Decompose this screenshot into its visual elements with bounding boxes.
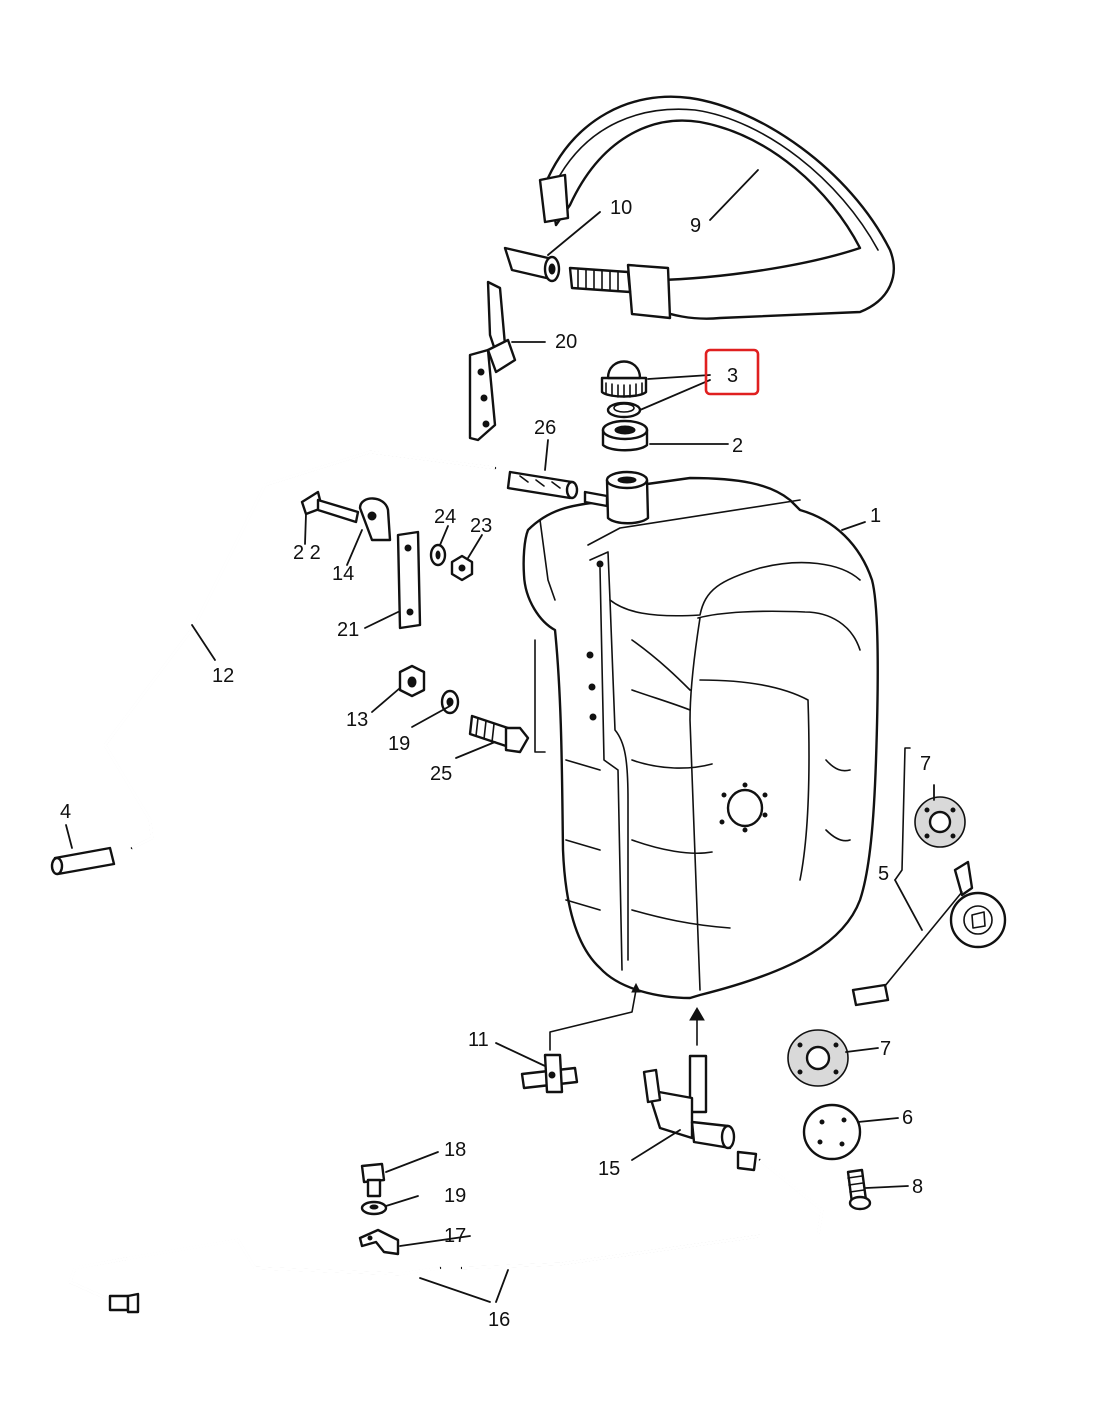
leader-lines [65,169,935,1303]
label-23: 23 [470,515,492,537]
label-16: 16 [488,1309,510,1331]
part-9-tank-strap [538,95,895,320]
arrow-tap [689,1007,705,1046]
part-11-drain-fitting [520,1053,579,1094]
part-23-nut [450,554,474,582]
label-13: 13 [346,709,368,731]
label-11: 11 [468,1029,489,1051]
part-24-washer [429,543,447,567]
label-25: 25 [430,763,452,785]
label-20: 20 [555,331,577,353]
label-19-upper: 19 [388,733,410,755]
label-3: 3 [727,365,738,387]
callout-labels: 1 2 3 4 5 6 7 7 8 9 10 11 12 13 14 15 16… [60,197,931,1331]
part-17-pipe-clip [358,1228,400,1256]
part-3-filler-cap [600,360,648,419]
label-21: 21 [337,619,359,641]
part-13-nut [398,664,426,698]
part-4-pipe-sleeve [50,846,116,876]
label-6: 6 [902,1107,913,1129]
part-7-gasket-upper [914,796,966,848]
part-15-fuel-tap [642,1054,736,1150]
part-2-filler-neck [601,419,649,452]
part-18-bolt [360,1162,386,1198]
label-12: 12 [212,665,234,687]
label-10: 10 [610,197,632,219]
part-21-strap-plate [396,530,422,630]
label-24: 24 [434,506,456,528]
label-19-lower: 19 [444,1185,466,1207]
arrow-drain [549,982,641,1051]
label-8: 8 [912,1176,923,1198]
part-20-bracket [468,280,517,442]
part-6-cover-plate [802,1103,862,1161]
label-17: 17 [444,1225,466,1247]
part-8-screw [846,1168,872,1211]
label-7-lower: 7 [880,1038,891,1060]
label-9: 9 [690,215,701,237]
part-22-bolt [300,490,360,524]
label-18: 18 [444,1139,466,1161]
label-15: 15 [598,1158,620,1180]
part-14-clip [358,497,392,542]
part-5-gauge-unit [851,747,1007,1007]
part-19-washer-lower [360,1200,388,1216]
part-25-bolt [468,714,530,754]
label-26: 26 [534,417,556,439]
label-5: 5 [878,863,889,885]
highlight-box [704,348,760,396]
part-26-sleeve [506,470,579,500]
part-10-spacer [503,246,561,283]
label-1: 1 [870,505,881,527]
label-22: 2 2 [293,542,321,564]
label-14: 14 [332,563,354,585]
part-16-fuel-pipe [68,1150,824,1314]
label-7-upper: 7 [920,753,931,775]
part-1-fuel-tank [522,470,879,1000]
part-7-gasket-lower [787,1029,849,1087]
label-4: 4 [60,801,71,823]
label-2: 2 [732,435,743,457]
